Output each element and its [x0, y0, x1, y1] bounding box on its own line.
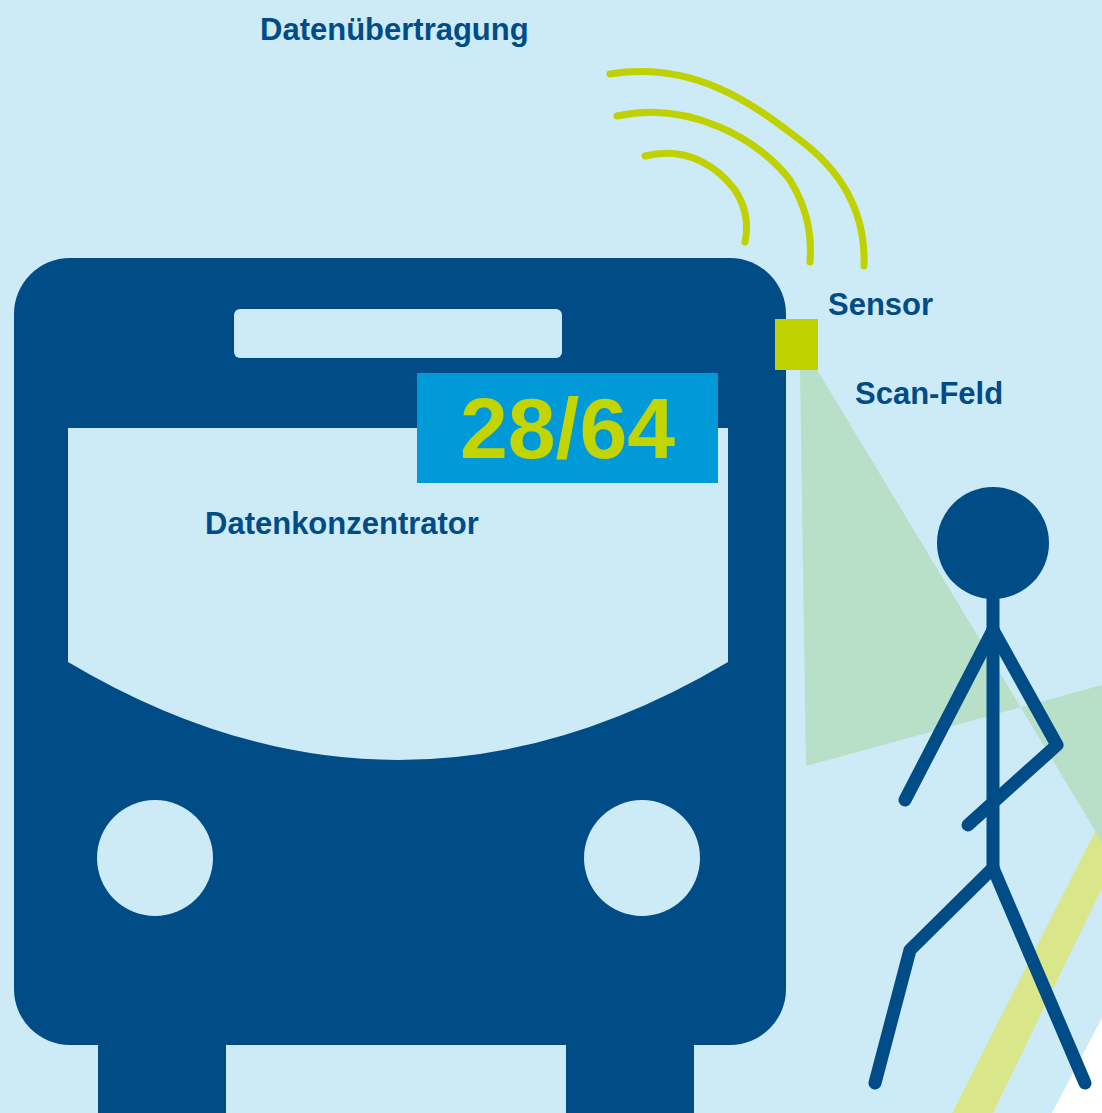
sensor-box: Sensor — [775, 319, 818, 370]
counter-display: 28/64 — [417, 373, 718, 483]
node-label: Sensor — [828, 287, 933, 323]
diagram-label: Scan-Feld — [855, 376, 1003, 412]
windshield-box: Datenkonzentrator28/64 — [68, 428, 728, 760]
signal-waves — [610, 72, 864, 266]
scan-field — [800, 368, 1102, 842]
diagram-label: Datenübertragung — [260, 12, 529, 48]
pedestrian — [875, 595, 1085, 1083]
bus-body — [14, 258, 786, 1045]
node-label: Datenkonzentrator — [205, 506, 479, 542]
destination-sign — [234, 309, 562, 358]
road-stripe — [952, 818, 1102, 1113]
headlight — [584, 800, 700, 916]
headlight — [97, 800, 213, 916]
pedestrian-head — [937, 487, 1049, 599]
node-label: 28/64 — [417, 373, 718, 483]
